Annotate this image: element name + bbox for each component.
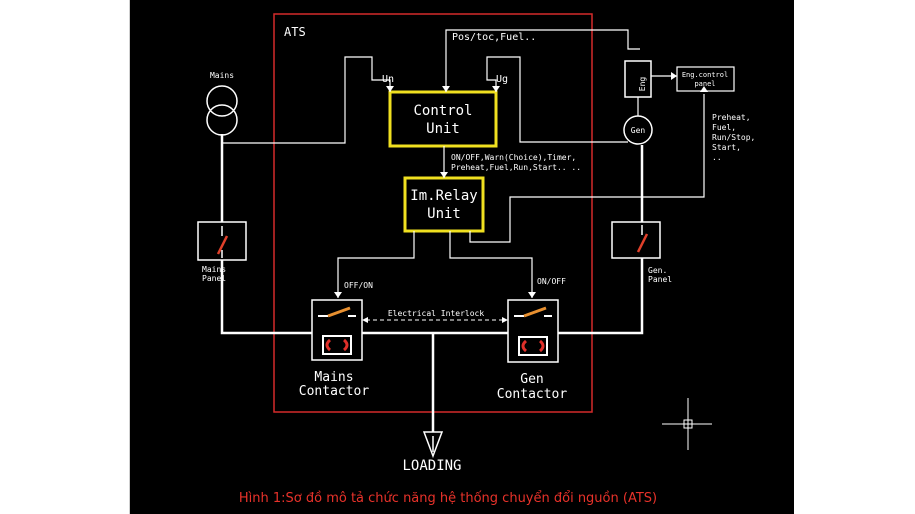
eng-label: Eng — [638, 77, 647, 92]
mains-contactor-line1: Mains — [314, 370, 353, 385]
mains-label: Mains — [210, 71, 234, 80]
generator-icon — [623, 115, 653, 145]
mains-panel-line2: Panel — [202, 274, 226, 283]
signal-line1: ON/OFF,Warn(Choice),Timer, — [451, 153, 576, 162]
gen-panel-line1: Gen. — [648, 266, 667, 275]
pos-fuel-label: Pos/toc,Fuel.. — [452, 32, 536, 43]
gen-panel-line2: Panel — [648, 275, 672, 284]
control-unit-box — [388, 90, 498, 148]
relay-unit-line2: Unit — [427, 206, 461, 222]
canvas-edge — [129, 0, 130, 514]
interlock-label: Electrical Interlock — [388, 309, 485, 318]
loading-label: LOADING — [402, 458, 461, 474]
ats-label: ATS — [284, 25, 306, 39]
gen-label: Gen — [631, 126, 646, 135]
power-bus — [220, 134, 644, 432]
figure-caption: Hình 1:Sơ đồ mô tả chức năng hệ thống ch… — [239, 491, 657, 506]
preheat-item-2: Fuel, — [712, 123, 736, 132]
gen-breaker-icon — [636, 233, 649, 253]
mains-panel-line1: Mains — [202, 265, 226, 274]
crosshair-icon — [662, 398, 712, 450]
preheat-item-3: Run/Stop, — [712, 133, 755, 142]
gen-contactor-line2: Contactor — [497, 387, 568, 402]
preheat-item-5: .. — [712, 153, 722, 162]
on-off-label: ON/OFF — [537, 277, 566, 286]
gen-contactor-icon — [507, 299, 559, 363]
eng-control-panel-line1: Eng.control — [682, 71, 728, 79]
relay-unit-line1: Im.Relay — [410, 188, 477, 204]
signal-arrows — [334, 72, 708, 298]
off-on-label: OFF/ON — [344, 281, 373, 290]
relay-unit-box — [403, 176, 485, 233]
preheat-item-4: Start, — [712, 143, 741, 152]
mains-contactor-icon — [311, 299, 363, 361]
mains-breaker-icon — [216, 235, 229, 255]
diagram-canvas — [130, 0, 794, 514]
gen-panel-box — [611, 221, 661, 259]
loading-arrow — [422, 431, 444, 459]
eng-control-panel-line2: panel — [694, 80, 715, 88]
mains-panel-box — [197, 221, 247, 261]
eng-control-panel-box — [676, 66, 735, 92]
control-unit-line2: Unit — [426, 121, 460, 137]
preheat-item-1: Preheat, — [712, 113, 751, 122]
mains-contactor-line2: Contactor — [299, 384, 370, 399]
signal-line2: Preheat,Fuel,Run,Start.. .. — [451, 163, 581, 172]
control-unit-line1: Control — [413, 103, 472, 119]
wiring — [222, 29, 705, 298]
mains-transformer-icon — [206, 85, 238, 136]
gen-contactor-line1: Gen — [520, 372, 543, 387]
ug-label: Ug — [496, 74, 508, 85]
